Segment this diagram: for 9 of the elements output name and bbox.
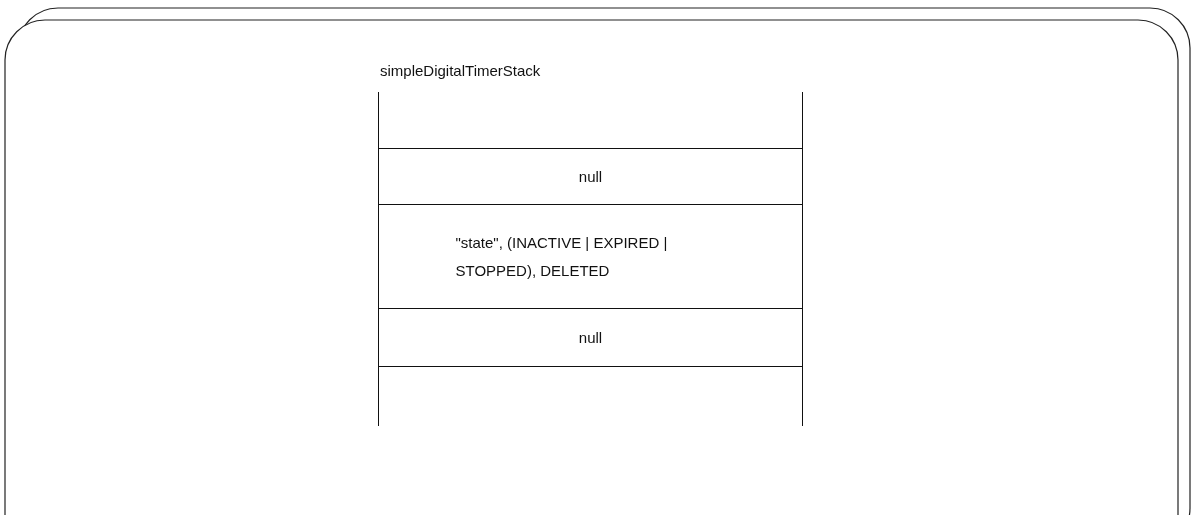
cell-text: null xyxy=(578,328,603,348)
stack-cell xyxy=(378,148,803,205)
cell-text: "state", (INACTIVE | EXPIRED | STOPPED), DELETED xyxy=(455,233,669,281)
stack-cell xyxy=(378,308,803,367)
stack-label: simpleDigitalTimerStack xyxy=(380,62,541,79)
stack-cell xyxy=(378,204,803,309)
empty-stack-cell xyxy=(378,92,803,148)
cell-text: null xyxy=(578,167,603,187)
empty-stack-cell xyxy=(378,366,803,426)
